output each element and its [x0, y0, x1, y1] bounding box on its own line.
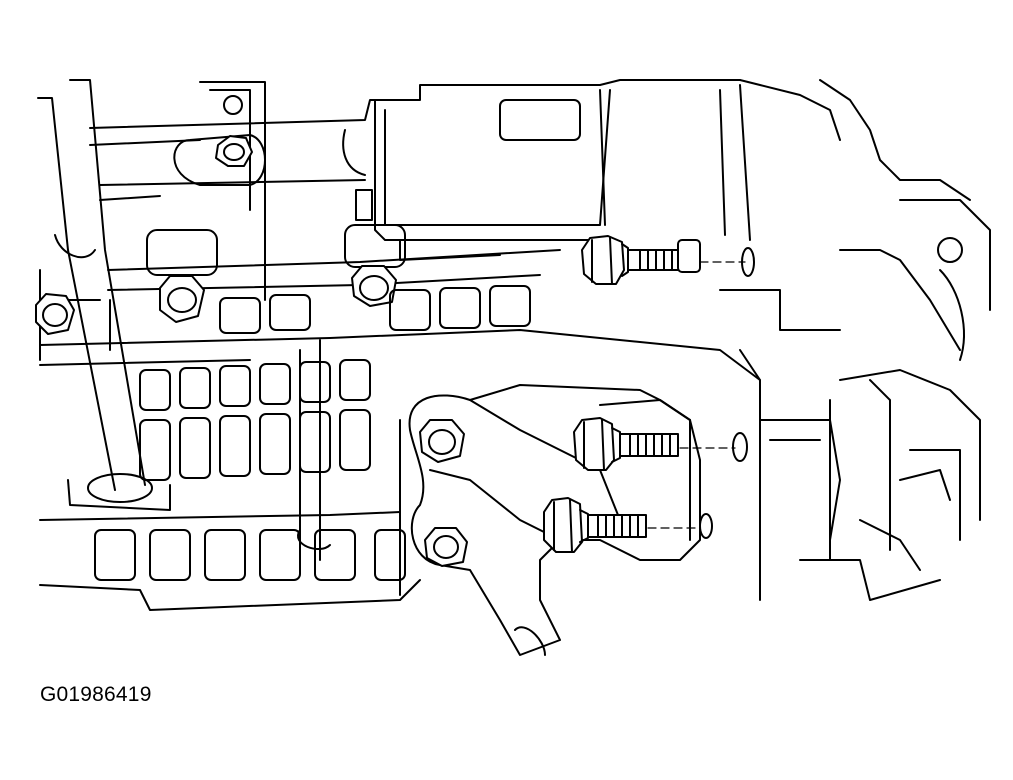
actuator-motor — [342, 84, 751, 261]
upper-flange-bolt — [581, 235, 755, 285]
bolt-head-bracket-upper — [419, 419, 465, 463]
lower-flange-bolt — [543, 497, 713, 553]
upper-mounting-bracket — [146, 134, 406, 276]
bolt-head-far-left — [35, 293, 75, 335]
middle-flange-bolt — [573, 417, 748, 471]
figure-id-label: G01986419 — [40, 683, 152, 706]
diagonal-rod — [37, 79, 171, 511]
right-housing-details — [759, 237, 965, 571]
transmission-mount-bolt-diagram — [35, 79, 991, 656]
bolt-head-bracket-lower — [424, 527, 468, 567]
bolt-head-mid-left — [159, 275, 205, 323]
housing-ribs — [39, 249, 981, 601]
bracket-installed-bolts — [419, 419, 468, 567]
housing-cell-grid — [94, 285, 531, 581]
installed-bolt-heads — [35, 135, 397, 335]
lower-transmission-housing — [39, 339, 421, 611]
bolt-head-top-left — [215, 135, 253, 167]
